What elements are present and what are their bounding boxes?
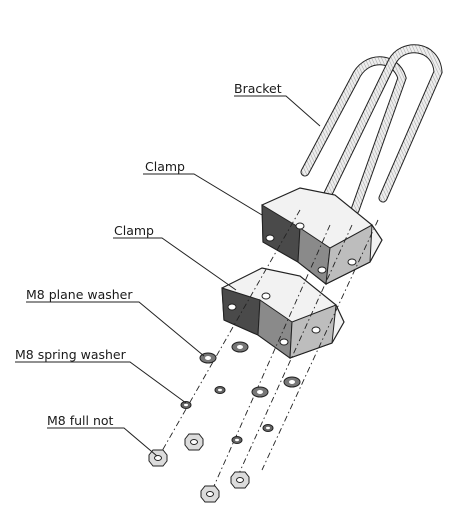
label-spring-washer: M8 spring washer [15,347,127,362]
leader-lines [15,95,321,457]
u-bolt-bracket-rear [300,56,407,215]
hex-nuts [148,433,250,503]
label-full-nut: M8 full not [47,413,114,428]
label-bracket: Bracket [234,81,282,96]
spring-washers [180,386,274,444]
label-clamp-lower: Clamp [114,223,154,238]
label-clamp-upper: Clamp [145,159,185,174]
label-plane-washer: M8 plane washer [26,287,133,302]
plane-washers [199,341,301,398]
u-bolt-bracket-front [320,44,443,205]
center-lines [157,209,379,496]
clamp-lower [221,267,345,359]
clamp-upper [261,187,383,285]
